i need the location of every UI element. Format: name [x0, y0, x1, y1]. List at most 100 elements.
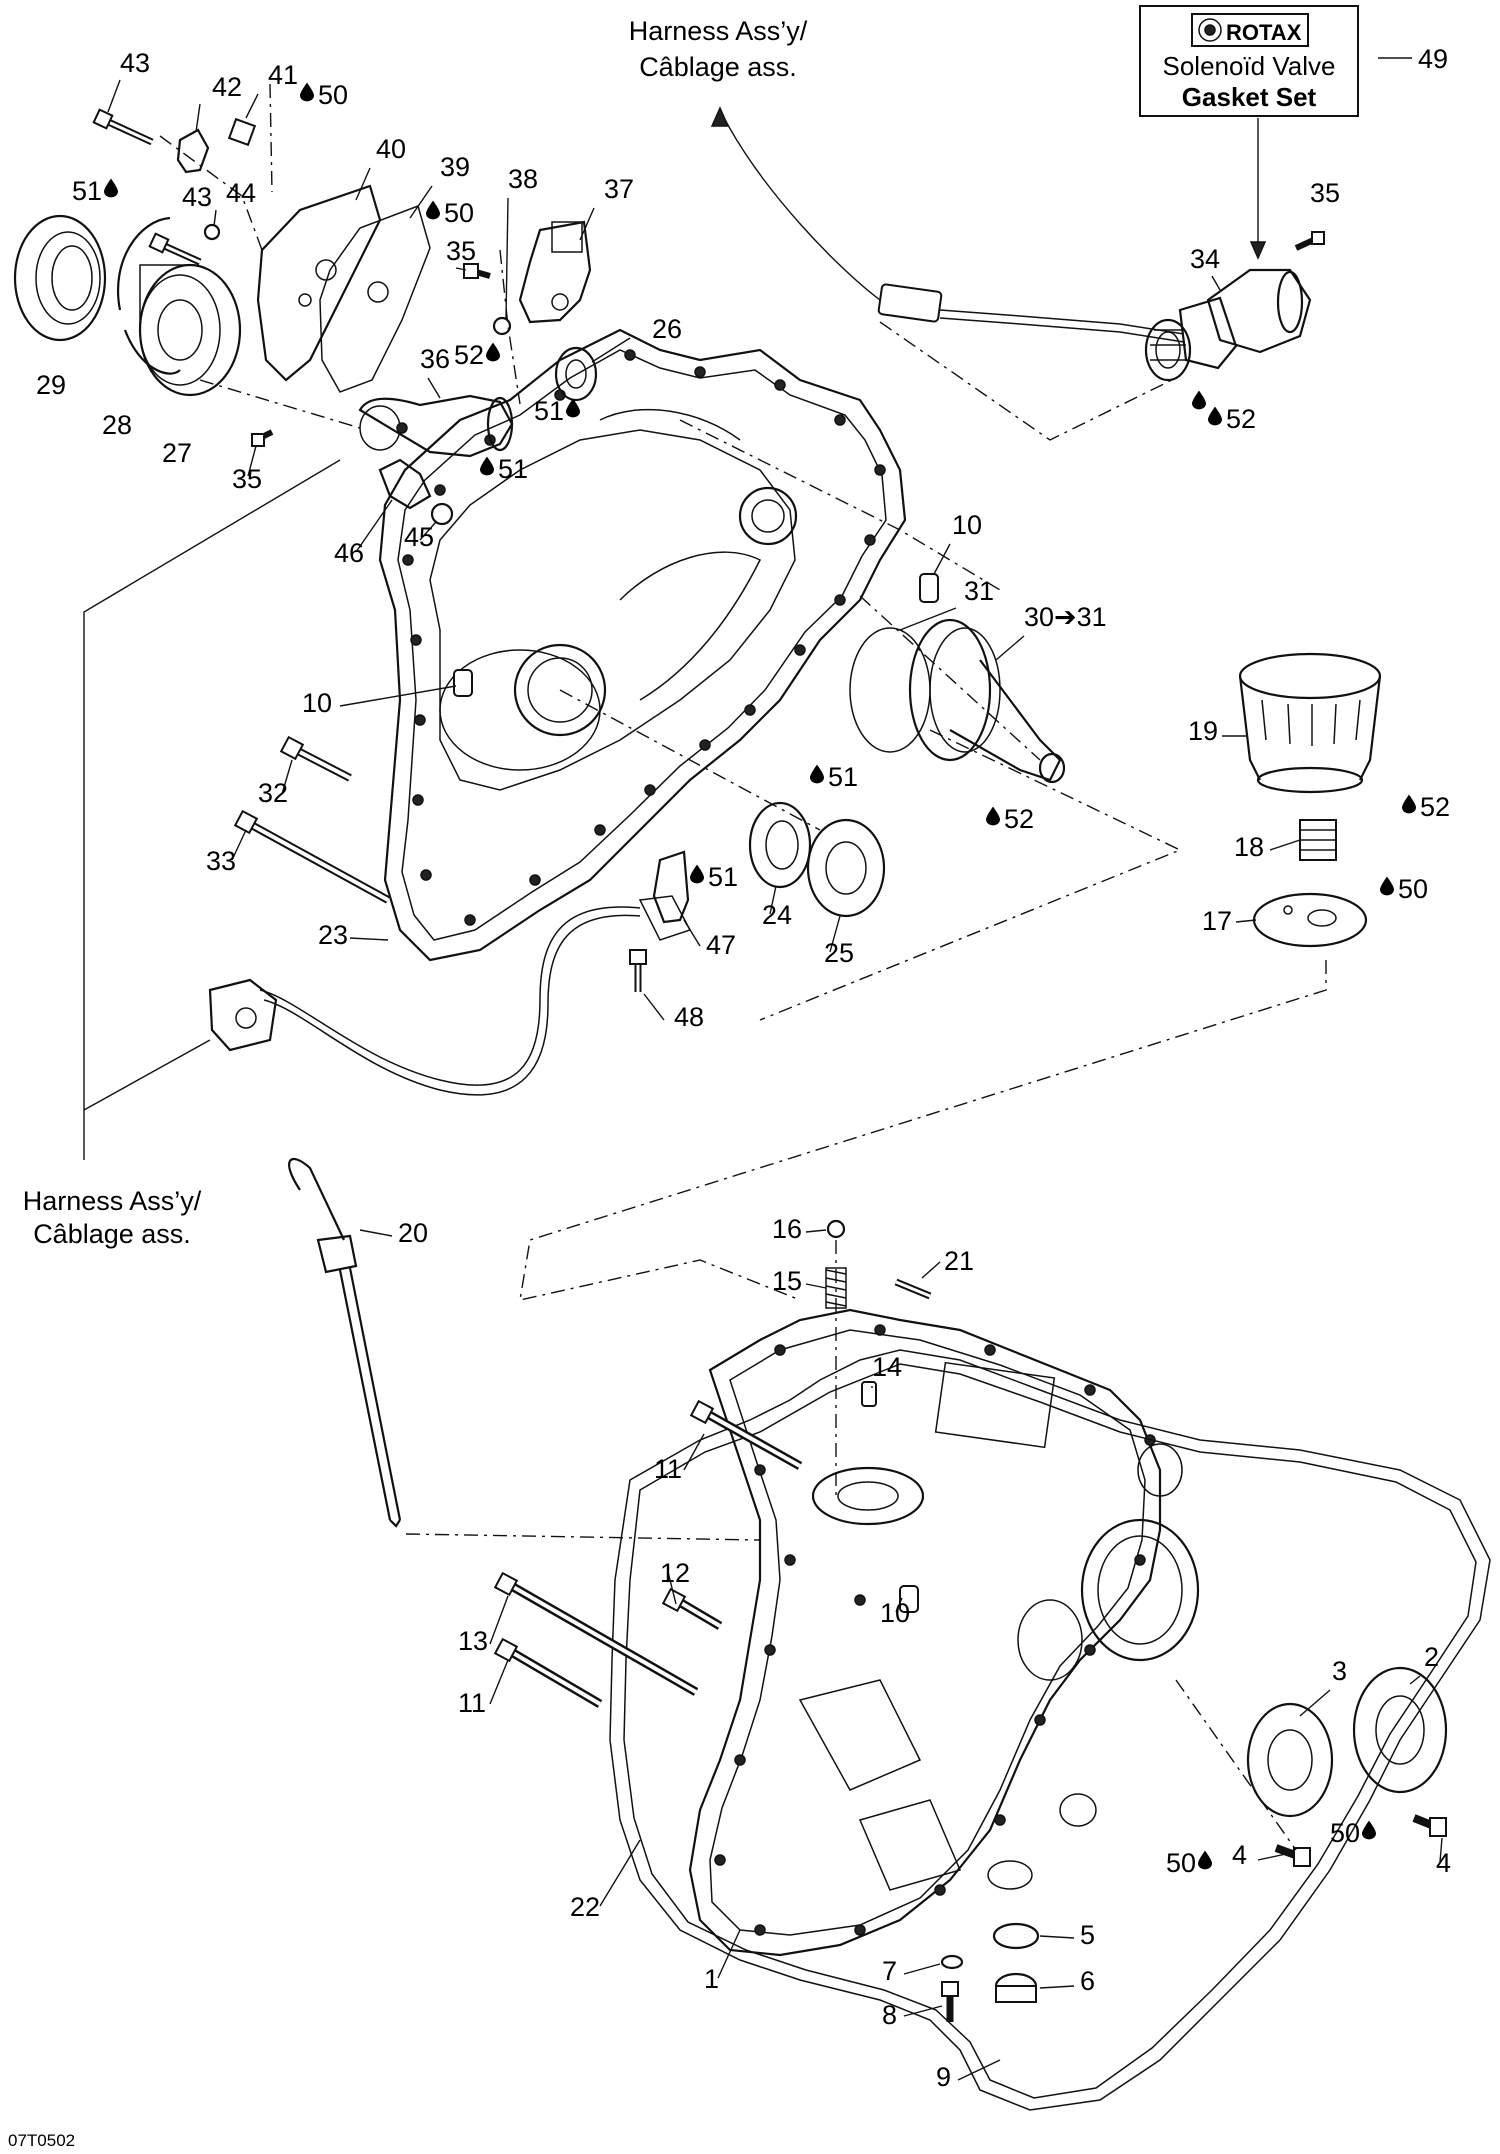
kit-line1: Solenoïd Valve — [1163, 51, 1336, 81]
fitting-41 — [227, 117, 257, 147]
callout-6: 6 — [1080, 1966, 1095, 1996]
leader-line — [489, 1659, 509, 1705]
callout-21: 21 — [944, 1246, 974, 1276]
sensor-37 — [518, 220, 592, 324]
callout-48: 48 — [674, 1002, 704, 1032]
callout-32: 32 — [258, 778, 288, 808]
leader-line — [667, 1571, 677, 1605]
kit-brand: ROTAX — [1226, 20, 1302, 45]
speed-sensor-47 — [638, 850, 692, 941]
callout-41note: 50 — [318, 80, 348, 110]
oil-drop-icon — [486, 342, 500, 362]
leader-line — [933, 543, 951, 575]
leader-line — [231, 829, 247, 861]
callout-2: 2 — [1424, 1642, 1439, 1672]
oil-drop-icon — [1208, 406, 1222, 426]
callout-8: 8 — [882, 2000, 897, 2030]
callout-10b: 10 — [302, 688, 332, 718]
callout-38: 38 — [508, 164, 538, 194]
screw-35-mid — [463, 263, 491, 279]
leader-line — [359, 1229, 393, 1237]
plug-4b — [1412, 1814, 1447, 1837]
callout-43b: 43 — [182, 182, 212, 212]
callout-3031: 30➔31 — [1024, 602, 1107, 632]
callout-27: 27 — [162, 438, 192, 468]
bearing-25 — [806, 818, 886, 918]
kit-line2: Gasket Set — [1182, 82, 1317, 112]
callout-12: 12 — [660, 1558, 690, 1588]
leader-line — [903, 2005, 943, 2017]
leader-line — [895, 1597, 903, 1613]
oil-drop-icon — [566, 398, 580, 418]
callout-18: 18 — [1234, 832, 1264, 862]
bolt-11-bottom — [493, 1637, 603, 1708]
gasket-22 — [609, 1349, 1491, 2111]
fitting-18 — [1299, 819, 1337, 861]
leader-line — [1257, 1853, 1287, 1861]
dowel-pin-10a — [919, 573, 939, 603]
harness-top-arrow-line — [719, 109, 881, 301]
leader-line — [1039, 1985, 1075, 1989]
leader-line — [995, 635, 1025, 661]
leader-line — [489, 1595, 509, 1645]
oil-drop-icon — [1362, 1820, 1376, 1840]
leader-line — [683, 1433, 705, 1471]
dipstick-20 — [288, 1157, 402, 1528]
leader-line — [107, 79, 121, 113]
leader-line — [903, 1963, 941, 1975]
bolt-12 — [661, 1587, 723, 1630]
callout-49: 49 — [1418, 44, 1448, 74]
plug-4a — [1274, 1844, 1311, 1867]
leader-line — [427, 377, 441, 399]
leader-line — [213, 209, 217, 227]
harness-connector-top — [877, 283, 1185, 343]
callout-10c: 10 — [880, 1598, 910, 1628]
harness-top-label: Harness Ass’y/ Câblage ass. — [629, 16, 808, 82]
callout-26: 26 — [652, 314, 682, 344]
solenoid-valve-gasket-set-box: ROTAX Solenoïd Valve Gasket Set — [1139, 5, 1359, 117]
callout-45: 45 — [404, 522, 434, 552]
check-ball-16 — [826, 1219, 846, 1239]
callout-52a: 52 — [454, 340, 484, 370]
leader-line — [355, 499, 393, 553]
svg-text:Câblage ass.: Câblage ass. — [33, 1219, 191, 1249]
leader-line — [349, 937, 389, 941]
leader-line — [1409, 1675, 1421, 1685]
leader-line — [805, 1283, 827, 1289]
svg-text:Harness Ass’y/: Harness Ass’y/ — [23, 1186, 202, 1216]
shaft-30 — [908, 618, 1066, 784]
leader-line — [899, 607, 957, 631]
harness-top-arrowhead — [710, 106, 730, 127]
oil-drop-icon — [480, 456, 494, 476]
bolt-32 — [279, 735, 352, 782]
leader-line — [1211, 275, 1221, 291]
solenoid-valve-34 — [1144, 268, 1312, 382]
oil-drop-icon — [1192, 390, 1206, 410]
leader-line — [1299, 1689, 1331, 1717]
o-ring-5 — [992, 1922, 1040, 1950]
callout-28: 28 — [102, 410, 132, 440]
callout-50a: 50 — [1398, 874, 1428, 904]
callout-5: 5 — [1080, 1920, 1095, 1950]
leader-line — [717, 1929, 741, 1979]
leader-line — [419, 521, 437, 541]
callout-52c: 52 — [1420, 792, 1450, 822]
callout-20: 20 — [398, 1218, 428, 1248]
callout-10a: 10 — [952, 510, 982, 540]
solenoid-valve-36 — [358, 394, 514, 458]
leader-line — [195, 103, 201, 133]
leader-line — [769, 885, 777, 915]
callout-51e: 51 — [708, 862, 738, 892]
callout-33: 33 — [206, 846, 236, 876]
washer-7 — [940, 1954, 964, 1970]
callout-42: 42 — [212, 72, 242, 102]
rotax-logo-icon — [1198, 18, 1222, 42]
leader-line — [599, 1839, 641, 1907]
sensor-46 — [378, 458, 432, 510]
bolt-8 — [941, 1981, 959, 2022]
o-ring-45 — [430, 502, 454, 526]
callout-16: 16 — [772, 1214, 802, 1244]
callout-50c: 50 — [1166, 1848, 1196, 1878]
